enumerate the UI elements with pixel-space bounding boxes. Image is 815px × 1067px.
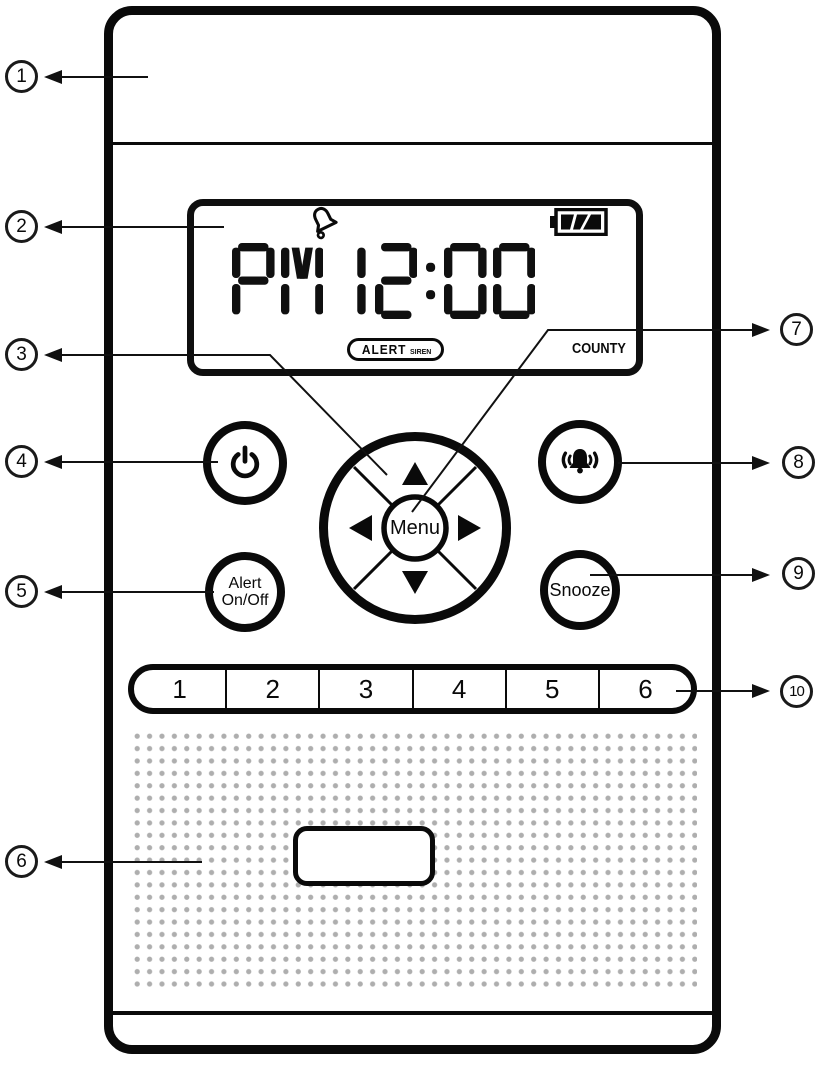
- preset-button-3[interactable]: 3: [320, 670, 414, 708]
- battery-level-icon: [550, 208, 608, 236]
- callout-9: 9: [782, 557, 815, 590]
- alert-onoff-button[interactable]: Alert On/Off: [205, 552, 285, 632]
- callout-4: 4: [5, 445, 38, 478]
- power-button[interactable]: [203, 421, 287, 505]
- callout-2: 2: [5, 210, 38, 243]
- ringing-bell-icon: [561, 448, 599, 474]
- lcd-county-indicator: COUNTY: [572, 341, 626, 357]
- siren-indicator-label: SIREN: [409, 348, 432, 356]
- callout-3: 3: [5, 338, 38, 371]
- callout-1: 1: [5, 60, 38, 93]
- callout-8: 8: [782, 446, 815, 479]
- menu-button[interactable]: Menu: [389, 517, 441, 539]
- alert-indicator-label: ALERT: [361, 342, 407, 357]
- lcd-time: [232, 243, 536, 319]
- alert-onoff-label-line1: Alert: [228, 575, 262, 592]
- callout-10: 10: [780, 675, 813, 708]
- speaker-label-plate: [293, 826, 435, 886]
- callout-7: 7: [780, 313, 813, 346]
- nav-right-icon[interactable]: [458, 515, 481, 541]
- nav-left-icon[interactable]: [349, 515, 372, 541]
- alarm-button[interactable]: [538, 420, 622, 504]
- preset-button-2[interactable]: 2: [227, 670, 321, 708]
- callout-5: 5: [5, 575, 38, 608]
- preset-button-5[interactable]: 5: [507, 670, 600, 708]
- snooze-button[interactable]: Snooze: [540, 550, 620, 630]
- alert-onoff-label-line2: On/Off: [221, 592, 269, 609]
- callout-6: 6: [5, 845, 38, 878]
- preset-button-6[interactable]: 6: [638, 673, 653, 704]
- preset-button-4[interactable]: 4: [414, 670, 507, 708]
- top-panel-divider: [113, 142, 712, 145]
- preset-button-row: 1 2 3 4 5 6: [128, 664, 697, 714]
- alarm-bell-icon: [313, 206, 338, 240]
- bottom-panel-divider: [113, 1011, 712, 1015]
- power-icon: [230, 445, 260, 479]
- nav-down-icon[interactable]: [402, 571, 428, 594]
- lcd-alert-indicator: ALERT SIREN: [347, 338, 444, 361]
- preset-button-1[interactable]: 1: [134, 670, 228, 708]
